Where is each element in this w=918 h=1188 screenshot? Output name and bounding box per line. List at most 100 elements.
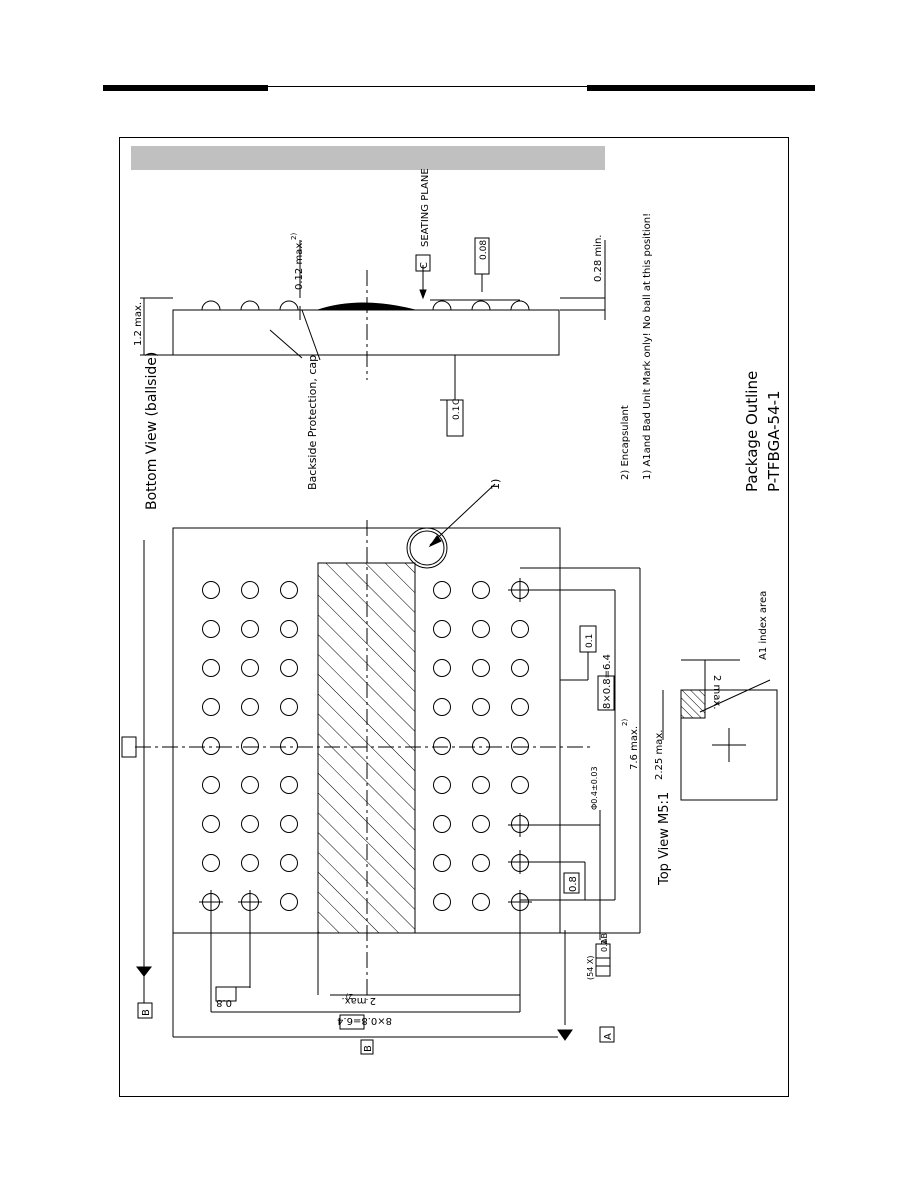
dim-standoff-max: 0.12 max. xyxy=(294,240,305,290)
solder-ball xyxy=(472,581,490,599)
solder-ball xyxy=(280,776,298,794)
solder-ball xyxy=(511,620,529,638)
solder-ball xyxy=(280,893,298,911)
top-view xyxy=(662,659,778,801)
solder-ball xyxy=(433,581,451,599)
a1-mark xyxy=(406,483,496,569)
side-balls xyxy=(201,300,530,311)
solder-ball xyxy=(280,581,298,599)
dim-body-length-sup: 2) xyxy=(621,719,629,726)
a1-index-label: A1 index area xyxy=(758,591,769,660)
dim-cap-width: 2 max. xyxy=(341,995,376,1006)
dim-height-max: 1.2 max. xyxy=(133,302,144,346)
solder-ball xyxy=(241,815,259,833)
solder-ball xyxy=(472,620,490,638)
header-rule-right xyxy=(587,85,815,91)
title-bar xyxy=(131,146,605,170)
solder-ball xyxy=(280,815,298,833)
dim-position-ref: AB xyxy=(600,933,609,944)
seating-plane-label: SEATING PLANE xyxy=(420,168,431,247)
dim-ball-height: 0.28 min. xyxy=(593,235,604,282)
side-ball xyxy=(240,300,260,311)
dim-col-span: 8×0.8=6.4 xyxy=(602,654,613,709)
solder-ball xyxy=(241,659,259,677)
dim-body-length: 7.6 max. xyxy=(629,726,640,770)
dim-position-tol: 0.1 xyxy=(600,939,609,952)
solder-ball xyxy=(202,581,220,599)
solder-ball xyxy=(241,581,259,599)
dim-index-height: 2 max. xyxy=(711,675,722,710)
solder-ball xyxy=(202,620,220,638)
solder-ball xyxy=(202,737,220,755)
solder-ball xyxy=(472,893,490,911)
solder-ball xyxy=(202,776,220,794)
drawing-title: Package Outline xyxy=(743,371,761,492)
solder-ball xyxy=(241,698,259,716)
solder-ball xyxy=(511,737,529,755)
solder-ball xyxy=(433,698,451,716)
datum-b-bottom: B xyxy=(363,1045,374,1052)
solder-ball xyxy=(241,776,259,794)
solder-ball xyxy=(280,854,298,872)
note-2: 2) Encapsulant xyxy=(620,405,631,480)
datum-markers xyxy=(121,540,615,1055)
side-ball xyxy=(471,300,491,311)
solder-ball xyxy=(433,620,451,638)
solder-ball xyxy=(433,815,451,833)
top-view-label: Top View M5:1 xyxy=(657,792,672,886)
bottom-view-label: Bottom View (ballside) xyxy=(144,352,160,510)
part-number: P-TFBGA-54-1 xyxy=(765,390,783,492)
solder-ball xyxy=(472,815,490,833)
dim-pitch: 0.8 xyxy=(568,876,579,892)
marker-1-label: 1) xyxy=(489,479,502,490)
solder-ball xyxy=(202,659,220,677)
header-rule-thin xyxy=(268,86,587,87)
solder-ball xyxy=(241,854,259,872)
backside-label: Backside Protection, cap xyxy=(306,355,319,490)
dim-index-width: 2.25 max. xyxy=(654,730,665,780)
solder-ball xyxy=(433,737,451,755)
solder-ball xyxy=(280,659,298,677)
dim-coplanarity: 0.08 xyxy=(479,240,489,260)
side-ball xyxy=(201,300,221,311)
solder-ball xyxy=(280,698,298,716)
solder-ball xyxy=(511,659,529,677)
solder-ball xyxy=(241,737,259,755)
solder-ball xyxy=(472,698,490,716)
solder-ball xyxy=(433,776,451,794)
solder-ball xyxy=(202,698,220,716)
solder-ball xyxy=(433,854,451,872)
solder-ball xyxy=(433,893,451,911)
side-body xyxy=(172,309,560,356)
dim-row-span: 8×0.8=6.4 xyxy=(337,1015,392,1026)
dim-cap-width-sup: 2) xyxy=(346,992,353,1000)
drawing-frame xyxy=(119,137,789,1097)
datum-c-label: C xyxy=(419,262,430,269)
solder-ball xyxy=(472,854,490,872)
top-view-body xyxy=(680,689,778,801)
side-ball xyxy=(510,300,530,311)
dim-parallelism-ref: C xyxy=(452,399,462,405)
solder-ball xyxy=(511,776,529,794)
datum-b-top: B xyxy=(141,1009,152,1016)
solder-ball xyxy=(472,776,490,794)
solder-ball xyxy=(280,620,298,638)
note-1: 1) A1and Bad Unit Mark only! No ball at … xyxy=(642,213,653,480)
center-lines xyxy=(135,520,590,1000)
dim-parallelism: 0.1 xyxy=(452,406,462,420)
solder-ball xyxy=(433,659,451,677)
side-ball xyxy=(432,300,452,311)
solder-ball xyxy=(472,659,490,677)
solder-ball xyxy=(472,737,490,755)
side-ball xyxy=(279,300,299,311)
datum-a-label: A xyxy=(603,1033,614,1040)
dim-ball-count: (54 X) xyxy=(586,956,595,980)
solder-ball xyxy=(202,815,220,833)
dimension-lines xyxy=(210,567,641,1030)
solder-ball xyxy=(280,737,298,755)
solder-ball xyxy=(241,620,259,638)
side-view xyxy=(140,237,606,437)
dim-ball-diameter: Φ0.4±0.03 xyxy=(590,766,599,810)
dim-standoff-sup: 2) xyxy=(290,233,298,240)
